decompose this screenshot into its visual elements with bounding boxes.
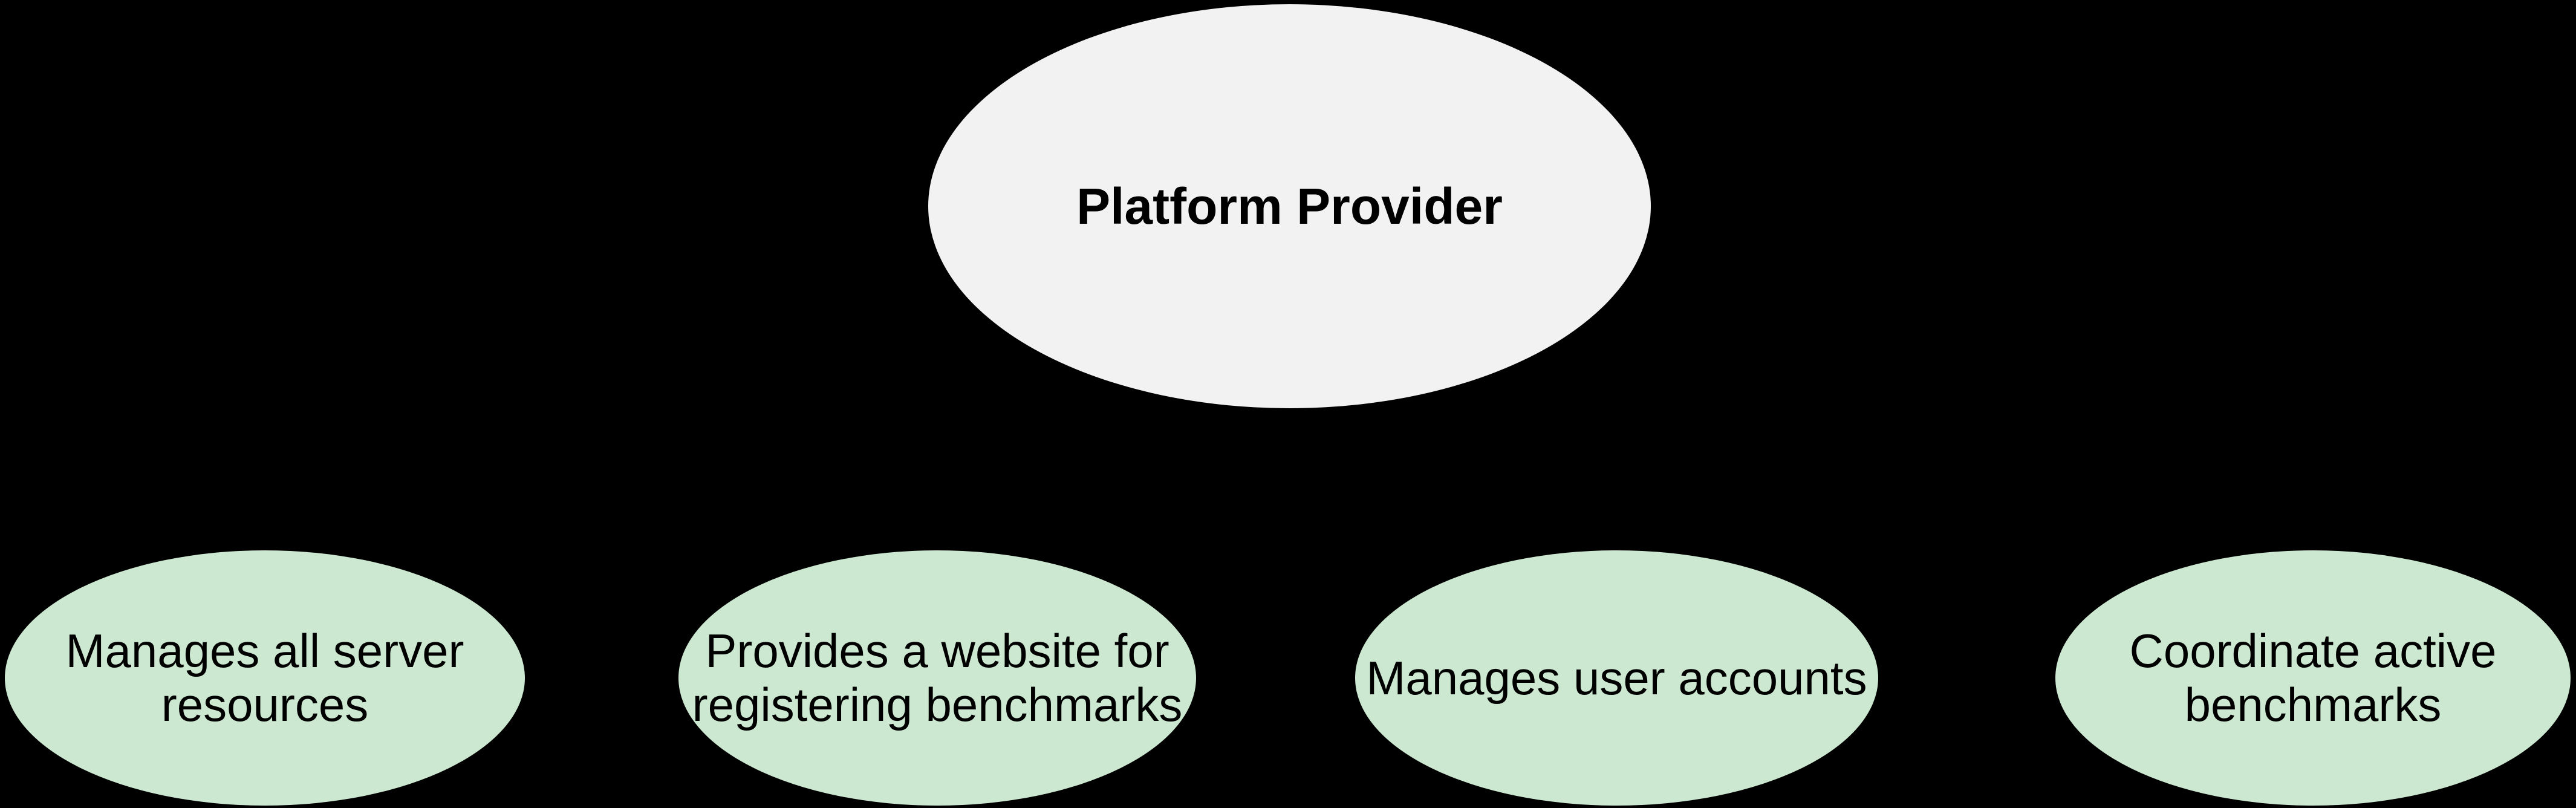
manages-server-resources-label: Manages all server resources — [65, 624, 464, 731]
ellipse-platform-provider: Platform Provider — [928, 4, 1651, 408]
ellipse-manages-server-resources: Manages all server resources — [5, 550, 525, 806]
coordinate-active-benchmarks-label: Coordinate active benchmarks — [2129, 624, 2497, 731]
ellipse-website-registering-benchmarks: Provides a website for registering bench… — [678, 550, 1196, 806]
website-registering-benchmarks-label: Provides a website for registering bench… — [692, 624, 1183, 731]
manages-user-accounts-label: Manages user accounts — [1366, 651, 1867, 705]
platform-provider-label: Platform Provider — [1076, 177, 1503, 235]
ellipse-coordinate-active-benchmarks: Coordinate active benchmarks — [2055, 550, 2571, 806]
ellipse-manages-user-accounts: Manages user accounts — [1355, 550, 1878, 806]
